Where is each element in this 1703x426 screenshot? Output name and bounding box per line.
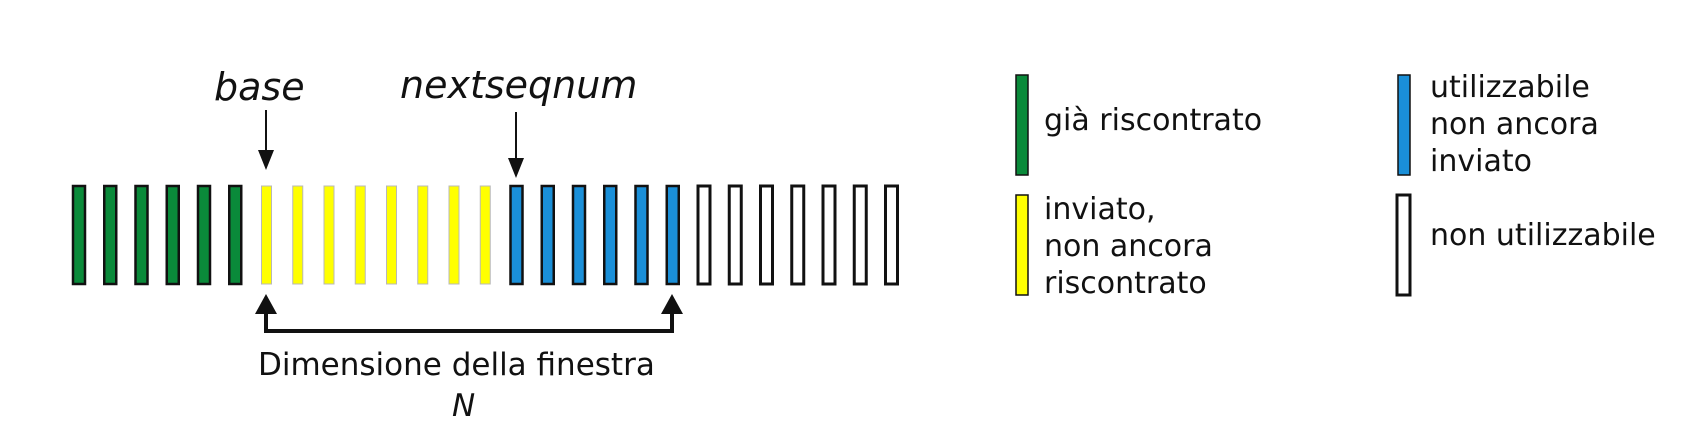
slot-sent-not-acked xyxy=(448,185,460,285)
slot-not-usable xyxy=(727,184,743,286)
slot-sent-not-acked xyxy=(292,185,304,285)
legend-swatch-sent-not-acked xyxy=(1015,194,1029,296)
legend-swatch-acked xyxy=(1015,74,1029,176)
slot-not-usable xyxy=(696,184,712,286)
slot-not-usable xyxy=(821,184,837,286)
nextseqnum-pointer-label: nextseqnum xyxy=(400,63,638,107)
slot-not-usable xyxy=(759,184,774,286)
legend-swatch-not-usable xyxy=(1395,193,1412,297)
slot-acked xyxy=(134,184,149,286)
slot-acked xyxy=(71,184,87,286)
sequence-slot-row xyxy=(71,184,899,286)
legend-label-acked: già riscontrato xyxy=(1044,103,1263,138)
nextseqnum-pointer-arrow xyxy=(508,112,524,178)
base-pointer-arrow xyxy=(258,110,274,170)
window-size-label: Dimensione della finestra xyxy=(258,347,655,383)
slot-usable-not-sent xyxy=(571,184,587,286)
slot-acked xyxy=(103,184,118,286)
slot-acked xyxy=(196,184,212,286)
slot-sent-not-acked xyxy=(386,185,397,285)
legend-label-sent-not-acked: inviato, non ancora riscontrato xyxy=(1044,192,1213,301)
slot-not-usable xyxy=(884,184,899,286)
slot-not-usable xyxy=(790,184,806,286)
base-pointer-label: base xyxy=(214,65,305,109)
slot-usable-not-sent xyxy=(509,184,524,286)
slot-sent-not-acked xyxy=(417,185,429,285)
legend-label-usable-not-sent: utilizzabile non ancora inviato xyxy=(1430,70,1599,179)
slot-usable-not-sent xyxy=(665,184,680,286)
slot-sent-not-acked xyxy=(261,185,272,285)
legend-label-not-usable: non utilizzabile xyxy=(1430,218,1656,253)
legend-swatch-usable-not-sent xyxy=(1397,74,1411,176)
slot-not-usable xyxy=(852,184,868,286)
window-size-symbol: N xyxy=(452,388,476,424)
slot-usable-not-sent xyxy=(634,184,649,286)
slot-usable-not-sent xyxy=(603,184,618,286)
window-size-bracket xyxy=(255,294,683,333)
slot-sent-not-acked xyxy=(354,185,366,285)
slot-sent-not-acked xyxy=(323,185,335,285)
slot-sent-not-acked xyxy=(479,185,491,285)
slot-acked xyxy=(165,184,180,286)
slot-acked xyxy=(228,184,243,286)
slot-usable-not-sent xyxy=(540,184,555,286)
